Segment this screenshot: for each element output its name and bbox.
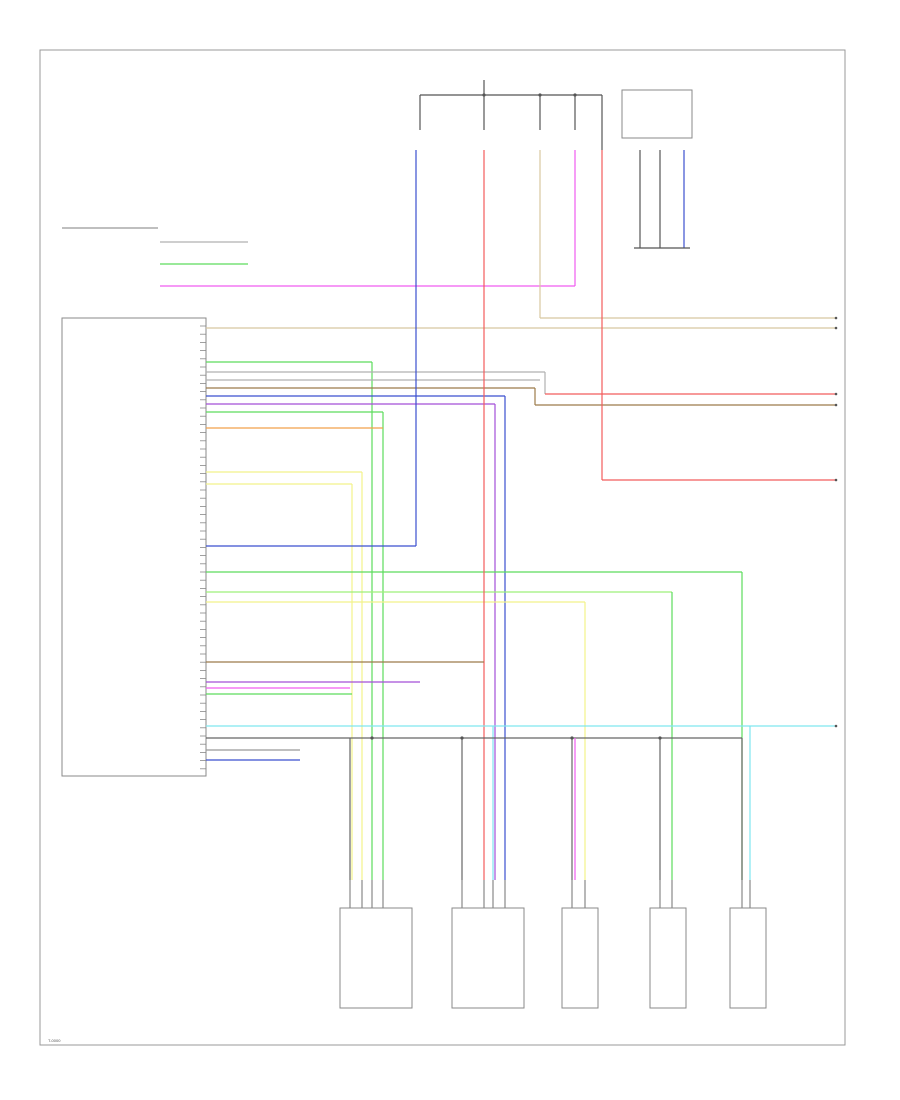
- sensor-box-5: [729, 907, 767, 1009]
- aux-wires-left: [62, 150, 576, 287]
- right-terminals: [834, 316, 838, 728]
- sensor-box-4: [649, 907, 687, 1009]
- power-feed: [419, 80, 603, 150]
- diagram-frame: [39, 49, 846, 1046]
- bottom-pin-stubs: [349, 880, 751, 908]
- sensor-box-3: [561, 907, 599, 1009]
- sensor-box-2: [451, 907, 525, 1009]
- module-pins: [200, 325, 206, 770]
- footer-code: T-0000: [48, 1038, 61, 1043]
- module-wires: [206, 150, 835, 880]
- connector-top-right: [621, 89, 693, 249]
- sensor-box-1: [339, 907, 413, 1009]
- control-module: [61, 317, 207, 777]
